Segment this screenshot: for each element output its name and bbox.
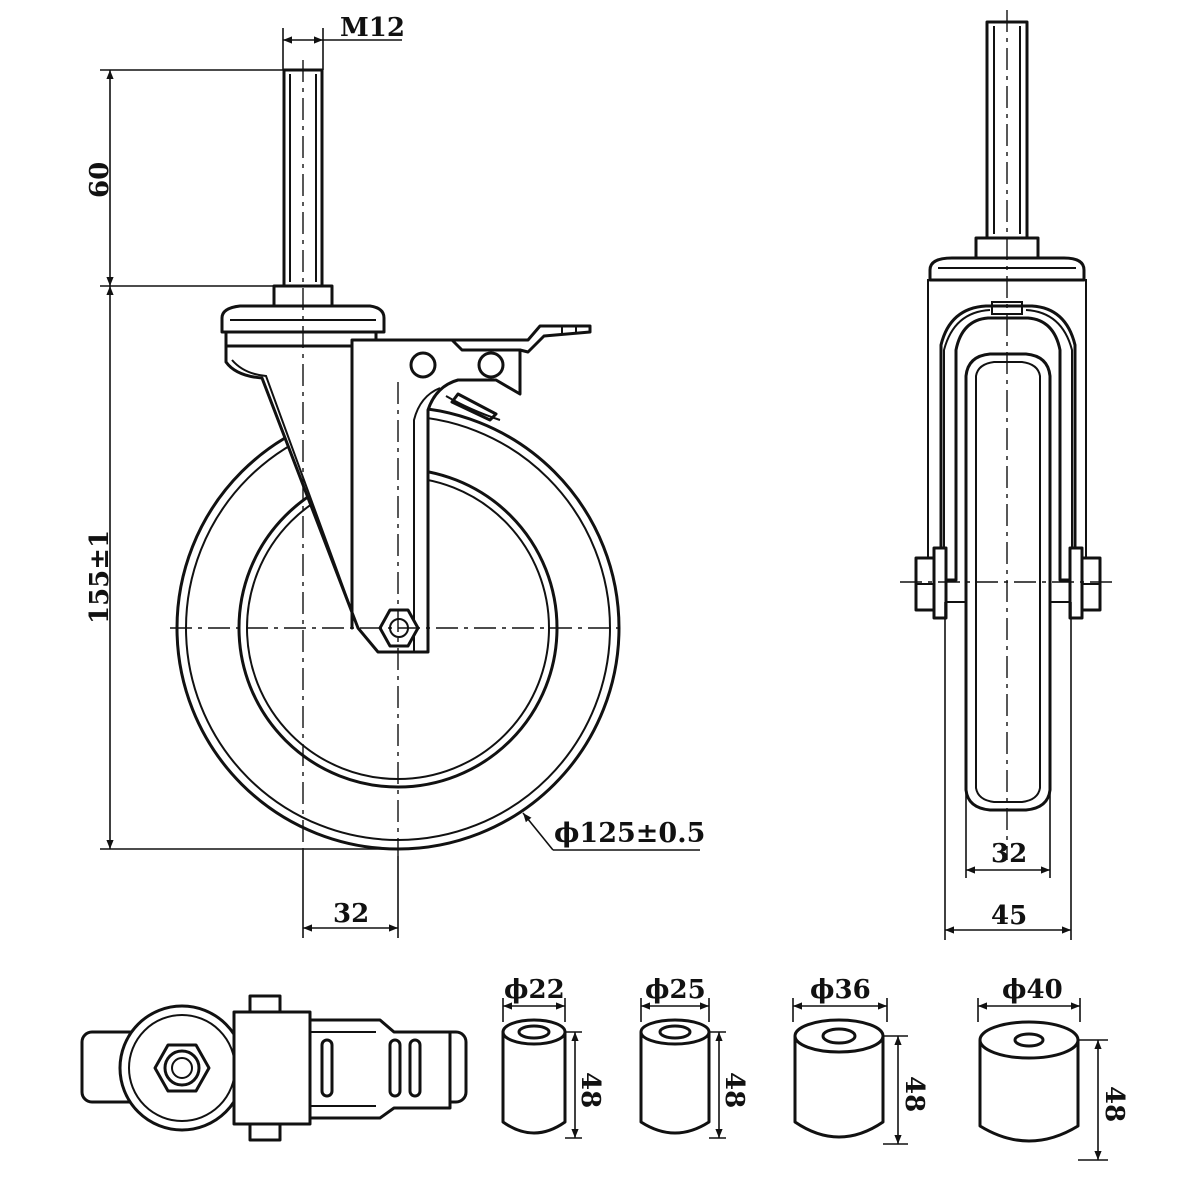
wheel-diameter-label: ϕ125±0.5	[554, 818, 705, 849]
front-fork	[939, 301, 1077, 582]
spacer-25-height: 48	[719, 1072, 749, 1108]
total-height-label: 155±1	[85, 530, 115, 624]
front-axle	[914, 546, 1102, 620]
spacer-40-height: 48	[1099, 1086, 1129, 1122]
dim-total-height: 155±1	[85, 286, 396, 850]
spacer-22-height: 48	[575, 1072, 605, 1108]
wheel-width-label: 32	[991, 839, 1027, 869]
frame-width-label: 45	[991, 901, 1027, 931]
spacer-22: ϕ22 48	[501, 975, 605, 1139]
dim-stem-length: 60	[85, 69, 284, 287]
front-view: 32 45	[900, 10, 1115, 940]
offset-label: 32	[333, 899, 369, 929]
side-fork	[224, 324, 592, 654]
dim-wheel-diameter: ϕ125±0.5	[522, 812, 705, 851]
stem-length-label: 60	[85, 162, 115, 198]
top-view	[80, 994, 468, 1142]
thread-label: M12	[340, 13, 405, 43]
spacer-40-diameter: ϕ40	[1002, 975, 1063, 1005]
dim-thread: M12	[282, 13, 405, 70]
spacer-36: ϕ36 48	[792, 975, 929, 1145]
dim-frame-width: 45	[944, 602, 1072, 940]
spacer-25: ϕ25 48	[639, 975, 749, 1139]
side-view: M12 60 155±1 ϕ125±0.5 32	[85, 13, 705, 938]
spacer-36-diameter: ϕ36	[810, 975, 871, 1005]
spacer-22-diameter: ϕ22	[504, 975, 565, 1005]
dim-offset: 32	[302, 850, 399, 938]
spacer-40: ϕ40 48	[977, 975, 1129, 1161]
dim-wheel-width: 32	[965, 790, 1051, 878]
spacer-25-diameter: ϕ25	[645, 975, 706, 1005]
spacer-36-height: 48	[899, 1076, 929, 1112]
